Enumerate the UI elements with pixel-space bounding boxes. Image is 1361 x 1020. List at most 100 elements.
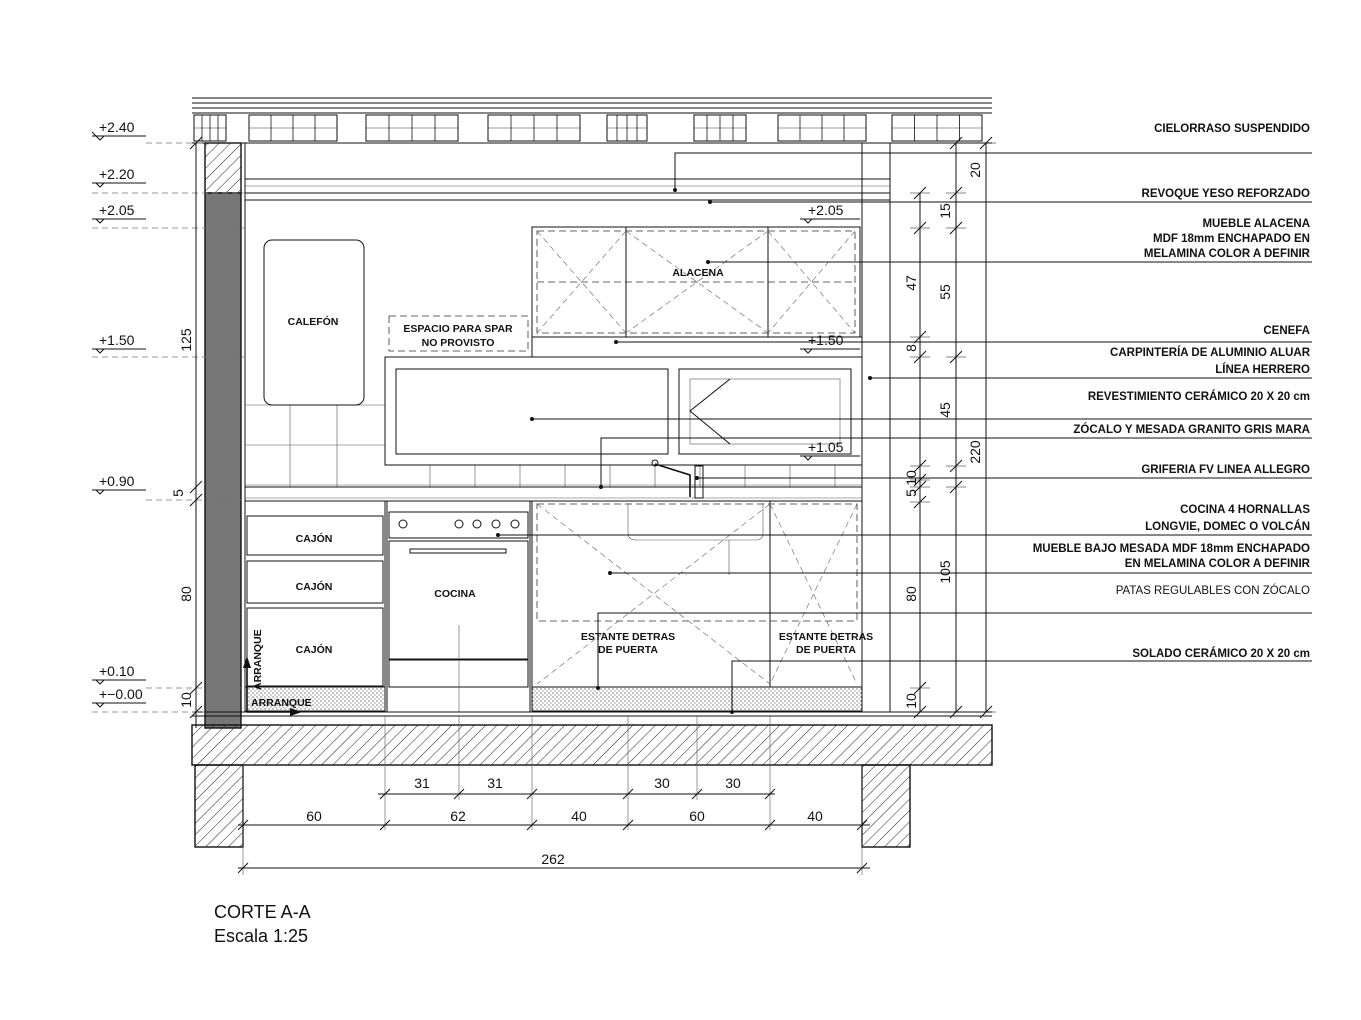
dim-right-105: 105 <box>937 560 953 584</box>
dim-right-10b: 10 <box>903 693 919 709</box>
floor-slab <box>191 711 993 848</box>
note-zocalo: ZÓCALO Y MESADA GRANITO GRIS MARA <box>1073 423 1310 436</box>
dim-total-262: 262 <box>541 851 565 867</box>
dim-right-55: 55 <box>937 284 953 300</box>
level-2-20: +2.20 <box>92 166 245 194</box>
dim-tick <box>622 819 634 831</box>
note-alacena-1: MUEBLE ALACENA <box>1202 218 1310 230</box>
dim-bottom-31b: 31 <box>487 775 503 791</box>
left-dimensions: 125 5 80 10 <box>170 136 203 728</box>
leader-lines <box>496 152 1312 714</box>
note-cocina-1: COCINA 4 HORNALLAS <box>1180 504 1310 516</box>
right-dimensions: 20 15 47 8 10 5 80 10 55 45 105 220 <box>903 136 996 719</box>
dim-tick <box>856 862 868 874</box>
dim-left-125: 125 <box>178 328 194 352</box>
roof-slab <box>192 97 992 144</box>
dim-tick <box>622 788 634 800</box>
plinth-left <box>244 686 386 712</box>
level-label: +0.10 <box>99 663 135 679</box>
roof-block <box>693 114 747 142</box>
level-0-90: +0.90 <box>92 473 245 501</box>
roof-block <box>777 114 867 142</box>
dim-left-10: 10 <box>178 692 194 708</box>
dim-bottom-31a: 31 <box>414 775 430 791</box>
arranque-vertical-label: ARRANQUE <box>252 629 264 690</box>
note-mueble-bajo-1: MUEBLE BAJO MESADA MDF 18mm ENCHAPADO <box>1033 543 1310 555</box>
level-2-05: +2.05 <box>92 202 245 229</box>
dim-bottom-60a: 60 <box>306 808 322 824</box>
inner-level-label: +1.05 <box>808 439 844 455</box>
roof-block <box>606 114 648 142</box>
left-wall <box>204 142 246 729</box>
calefon-appliance: CALEFÓN <box>263 239 365 406</box>
annotations: CIELORRASO SUSPENDIDO REVOQUE YESO REFOR… <box>1033 123 1311 660</box>
arranque-marker: ARRANQUE ARRANQUE <box>243 629 312 716</box>
dim-right-5: 5 <box>903 489 919 497</box>
cocina-label: COCINA <box>434 588 476 600</box>
note-revoque: REVOQUE YESO REFORZADO <box>1142 188 1311 200</box>
note-alacena-2: MDF 18mm ENCHAPADO EN <box>1153 233 1310 245</box>
dim-right-15: 15 <box>937 203 953 219</box>
right-wall <box>861 143 891 712</box>
level-label: +1.50 <box>99 332 135 348</box>
arranque-horizontal-label: ARRANQUE <box>251 697 312 709</box>
faucet <box>651 459 704 499</box>
estante-2-line-1: ESTANTE DETRAS <box>779 631 873 643</box>
section-scale: Escala 1:25 <box>214 926 308 946</box>
dim-tick <box>237 862 249 874</box>
estante-1-line-1: ESTANTE DETRAS <box>581 631 675 643</box>
upper-cabinet: ALACENA <box>531 226 861 338</box>
level-label: +2.40 <box>99 119 135 135</box>
level-0-00: +−0.00 <box>92 686 205 713</box>
dim-right-80: 80 <box>903 586 919 602</box>
inner-level-label: +2.05 <box>808 202 844 218</box>
note-cenefa: CENEFA <box>1263 325 1310 337</box>
cajon-label-2: CAJÓN <box>296 580 333 593</box>
dim-tick <box>764 819 776 831</box>
dim-right-20: 20 <box>967 162 983 178</box>
roof-block <box>365 114 459 142</box>
note-revestimiento: REVESTIMIENTO CERÁMICO 20 X 20 cm <box>1088 390 1310 403</box>
dim-tick <box>856 819 868 831</box>
spar-space: ESPACIO PARA SPAR NO PROVISTO <box>388 315 529 352</box>
ceramic-tiles <box>245 404 862 487</box>
dim-left-5: 5 <box>170 489 186 497</box>
level-2-40: +2.40 <box>91 119 205 144</box>
dim-tick <box>526 819 538 831</box>
inner-level-markers: +2.05 +1.50 +1.05 <box>800 202 860 461</box>
dim-tick <box>379 788 391 800</box>
dim-bottom-62: 62 <box>450 808 466 824</box>
note-alacena-3: MELAMINA COLOR A DEFINIR <box>1144 248 1311 260</box>
roof-block <box>487 114 581 142</box>
dim-tick <box>453 788 465 800</box>
level-1-50: +1.50 <box>92 332 245 358</box>
note-cielorraso: CIELORRASO SUSPENDIDO <box>1154 123 1310 135</box>
dim-tick <box>379 819 391 831</box>
dim-tick <box>764 788 776 800</box>
dim-right-8: 8 <box>903 344 919 352</box>
dim-right-45: 45 <box>937 402 953 418</box>
spar-label-1: ESPACIO PARA SPAR <box>403 323 513 335</box>
roof-block <box>248 114 338 142</box>
calefon-label: CALEFÓN <box>288 315 339 328</box>
note-cocina-2: LONGVIE, DOMEC O VOLCÁN <box>1145 520 1310 533</box>
spar-label-2: NO PROVISTO <box>422 337 495 349</box>
estante-1-line-2: DE PUERTA <box>598 644 658 656</box>
title-block: CORTE A-A Escala 1:25 <box>214 902 311 946</box>
note-mueble-bajo-2: EN MELAMINA COLOR A DEFINIR <box>1125 558 1311 570</box>
suspended-ceiling <box>244 178 891 201</box>
countertop <box>244 486 863 502</box>
aluminium-window <box>384 356 863 466</box>
roof-block <box>193 114 227 142</box>
bottom-dimensions: 31 31 30 30 60 62 40 60 40 262 <box>237 716 870 875</box>
dim-bottom-40b: 40 <box>807 808 823 824</box>
dim-bottom-30b: 30 <box>725 775 741 791</box>
level-label: +2.20 <box>99 166 135 182</box>
dim-bottom-40a: 40 <box>571 808 587 824</box>
level-0-10: +0.10 <box>92 663 245 689</box>
dim-bottom-60b: 60 <box>689 808 705 824</box>
cajon-label-3: CAJÓN <box>296 643 333 656</box>
note-carpinteria-1: CARPINTERÍA DE ALUMINIO ALUAR <box>1110 346 1311 359</box>
inner-level-label: +1.50 <box>808 332 844 348</box>
